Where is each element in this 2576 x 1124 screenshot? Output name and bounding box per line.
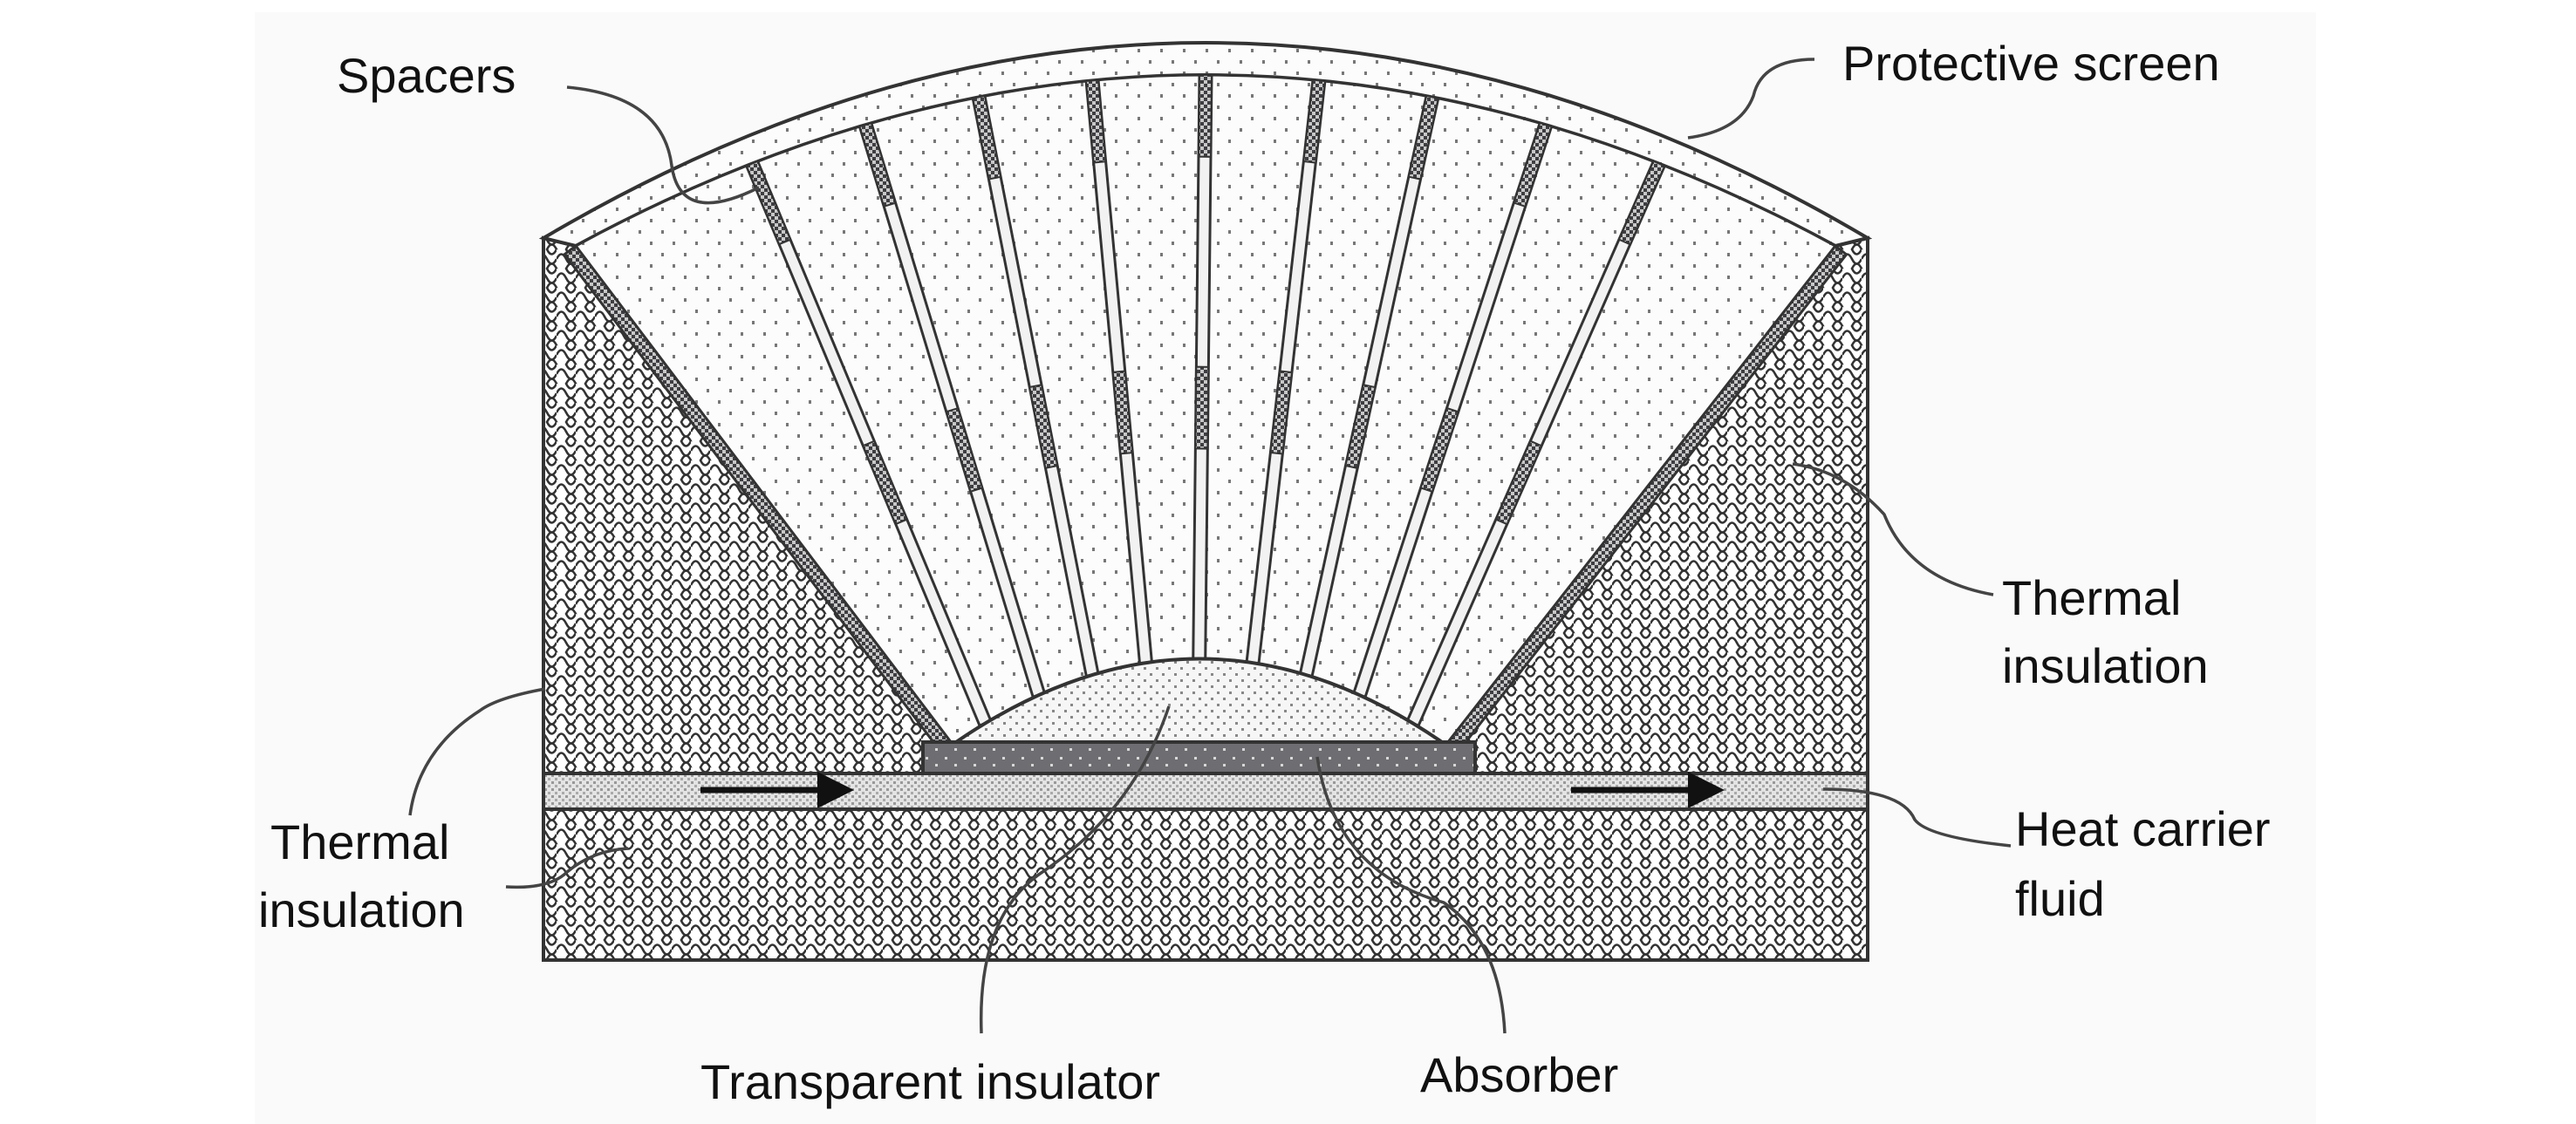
label-transparent-insulator: Transparent insulator	[700, 1054, 1160, 1109]
label-thermal-insulation-left-2: insulation	[258, 882, 465, 937]
spacer-middle-block	[1269, 370, 1294, 455]
leader-spacers	[566, 85, 760, 205]
leader-thermal-left-lower	[505, 847, 629, 889]
spacer-middle-block	[1111, 370, 1134, 455]
leader-heat-carrier	[1822, 787, 2012, 848]
spacer-middle-block	[1028, 384, 1059, 469]
spacers-group	[563, 73, 1848, 753]
leader-thermal-right	[1792, 462, 1994, 596]
spacer-top-block	[972, 94, 1002, 181]
spacer-middle-block	[1419, 406, 1460, 494]
spacer-middle-block	[1494, 439, 1543, 526]
transparent-insulator-dome	[950, 657, 1448, 744]
spacer-top-block	[1407, 94, 1439, 181]
absorber-plate	[921, 740, 1477, 775]
leader-transparent-insulator	[979, 705, 1171, 1034]
label-heat-carrier-2: fluid	[2015, 871, 2105, 926]
leader-thermal-left-upper	[408, 687, 546, 816]
label-thermal-insulation-right-2: insulation	[2002, 638, 2209, 693]
spacer-top-block	[1617, 160, 1666, 246]
label-thermal-insulation-left-1: Thermal	[270, 814, 449, 869]
label-thermal-insulation-right-1: Thermal	[2002, 570, 2181, 625]
label-heat-carrier-1: Heat carrier	[2015, 801, 2271, 856]
label-absorber: Absorber	[1420, 1047, 1618, 1102]
thermal-insulation-bottom-block	[542, 807, 1869, 962]
spacer-middle-block	[1194, 365, 1210, 450]
spacer-top-block	[1513, 121, 1553, 208]
spacer-middle-block	[1344, 384, 1377, 470]
spacer-top-block	[858, 121, 897, 208]
spacer-top-block	[1084, 78, 1107, 164]
spacer-middle-block	[945, 406, 984, 493]
spacer-middle-block	[862, 439, 909, 526]
spacer-top-block	[745, 160, 792, 246]
spacer-top-block	[1197, 73, 1213, 158]
leader-protective-screen	[1687, 58, 1815, 140]
leader-absorber	[1315, 756, 1507, 1034]
spacer-top-block	[1302, 78, 1327, 164]
label-spacers: Spacers	[337, 48, 516, 103]
label-protective-screen: Protective screen	[1842, 36, 2220, 91]
